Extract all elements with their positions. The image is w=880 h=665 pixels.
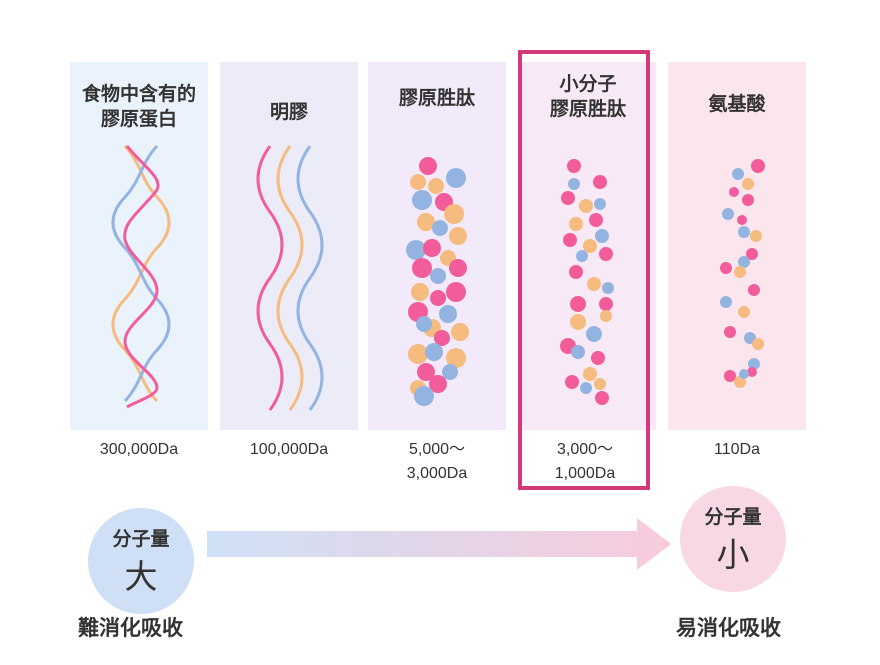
medium-particles-icon [560,159,614,405]
mw-line: 1,000Da [554,465,616,482]
mw-line: 300,000Da [99,441,179,458]
molecular-weight-label: 5,000～ 3,000Da [368,438,506,486]
mw-line: 110Da [714,441,760,458]
panel-title-line: 氨基酸 [708,93,766,115]
molecular-weight-label: 300,000Da [70,438,208,462]
molecular-weight-label: 100,000Da [220,438,358,462]
sparse-particles-icon [720,159,765,388]
panel-gelatin: 明膠 [220,62,358,430]
panel-title-line: 膠原蛋白 [100,108,177,130]
triple-helix-icon [111,144,171,409]
panel-small-collagen-peptide: 小分子 膠原胜肽 [520,62,656,430]
mw-line: 3,000Da [406,465,468,482]
highlight-frame [518,50,650,490]
badge-label: 分子量 [704,506,762,528]
panel-title-line: 食物中含有的 [81,83,196,105]
panel-amino-acid: 氨基酸 [668,62,806,430]
dense-particles-icon [406,157,469,406]
molecular-weight-small-badge: 分子量 小 [680,486,786,592]
panel-title-line: 明膠 [269,101,308,123]
badge-label: 分子量 [112,528,170,550]
molecular-weight-label: 3,000～ 1,000Da [518,438,652,486]
badge-value: 大 [124,557,158,596]
panel-title-line: 小分子 [559,73,617,95]
mw-line: 100,000Da [249,441,329,458]
molecular-weight-label: 110Da [668,438,806,462]
wave-strands-icon [256,145,324,411]
arrow-right-icon [207,518,671,570]
hard-to-digest-label: 難消化吸收 [78,616,183,640]
molecular-weight-large-badge: 分子量 大 [88,508,194,614]
mw-line: 3,000～ [556,441,614,458]
panel-collagen-peptide: 膠原胜肽 [368,62,506,430]
mw-line: 5,000～ [408,441,466,458]
panel-title-line: 膠原胜肽 [398,87,475,109]
panel-collagen: 食物中含有的 膠原蛋白 [70,62,208,430]
easy-to-digest-label: 易消化吸收 [676,616,781,640]
panel-title-line: 膠原胜肽 [549,98,626,120]
badge-value: 小 [716,535,750,574]
